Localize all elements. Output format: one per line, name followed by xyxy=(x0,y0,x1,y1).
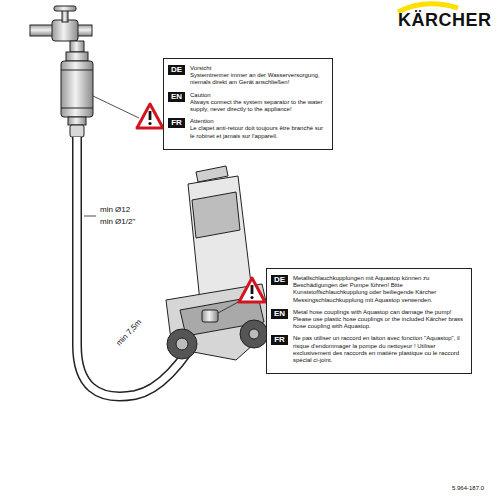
warning-text: Vorsicht xyxy=(190,65,327,72)
brand-logo: KÄRCHER xyxy=(398,10,492,30)
language-row: FR Ne pas utiliser un raccord en laiton a… xyxy=(271,335,466,364)
language-code: FR xyxy=(271,335,288,345)
garden-hose-inner xyxy=(77,137,206,396)
language-row: FR AttentionLe clapet anti-retour doit to… xyxy=(168,118,327,140)
system-separator xyxy=(61,61,93,137)
garden-hose xyxy=(77,137,206,396)
dimension-label: min Ø12 xyxy=(100,205,130,215)
language-code: EN xyxy=(271,309,288,319)
document-number: 5.964-187.0 xyxy=(452,484,484,492)
warning-text: Le clapet anti-retour doit toujours être… xyxy=(190,125,327,139)
warning-text-column: Metallschlauchkupplungen mit Aquastop kö… xyxy=(293,275,466,304)
language-code: DE xyxy=(168,65,185,75)
dimension-leader xyxy=(84,216,96,217)
language-code: FR xyxy=(168,118,185,128)
warning-text: Attention xyxy=(190,118,327,125)
warning-box: DE VorsichtSystemtrenner immer an der Was… xyxy=(163,58,333,150)
warning-box: DE Metallschlauchkupplungen mit Aquastop … xyxy=(266,268,472,374)
language-code: EN xyxy=(168,92,185,102)
warning-text: Always connect the system separator to t… xyxy=(190,99,327,113)
language-row: EN CautionAlways connect the system separ… xyxy=(168,92,327,114)
warning-text-column: Metal hose couplings with Aquastop can d… xyxy=(293,309,466,331)
warning-text-column: AttentionLe clapet anti-retour doit touj… xyxy=(190,118,327,140)
water-tap xyxy=(30,6,92,61)
leader-line xyxy=(93,96,139,118)
warning-text-column: Ne pas utiliser un raccord en laiton ave… xyxy=(293,335,466,364)
dimension-label: min Ø1/2" xyxy=(100,217,135,227)
warning-triangle xyxy=(137,104,163,128)
warning-text: Metal hose couplings with Aquastop can d… xyxy=(293,309,466,331)
pressure-washer xyxy=(166,166,272,360)
language-code: DE xyxy=(271,275,288,285)
warning-text: Caution xyxy=(190,92,327,99)
language-row: DE Metallschlauchkupplungen mit Aquastop … xyxy=(271,275,466,304)
language-row: DE VorsichtSystemtrenner immer an der Was… xyxy=(168,65,327,87)
language-row: EN Metal hose couplings with Aquastop can… xyxy=(271,309,466,331)
warning-text: Systemtrenner immer an der Wasserversorg… xyxy=(190,72,327,86)
length-label: min 7,5m xyxy=(114,318,144,349)
warning-text: Metallschlauchkupplungen mit Aquastop kö… xyxy=(293,275,466,304)
warning-text: Ne pas utiliser un raccord en laiton ave… xyxy=(293,335,466,364)
warning-triangle xyxy=(239,278,265,302)
warning-text-column: VorsichtSystemtrenner immer an der Wasse… xyxy=(190,65,327,87)
warning-text-column: CautionAlways connect the system separat… xyxy=(190,92,327,114)
